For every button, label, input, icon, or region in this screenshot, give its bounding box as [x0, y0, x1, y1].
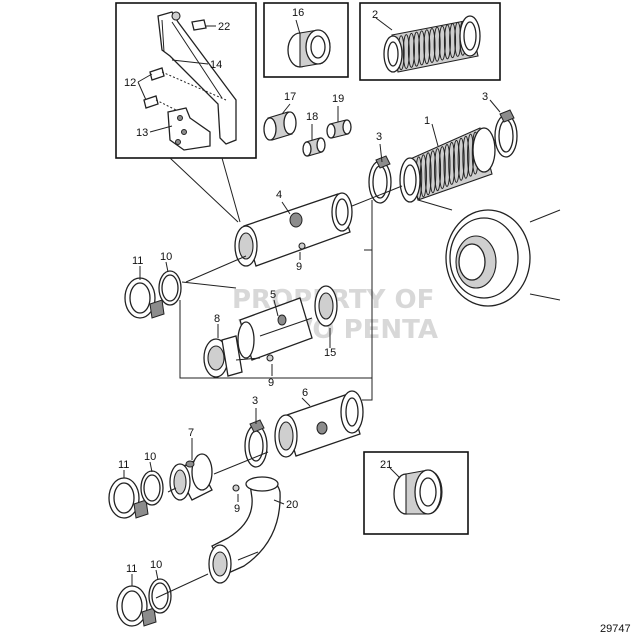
callout-7: 7	[188, 427, 194, 439]
leader-lines	[123, 17, 501, 586]
callout-18: 18	[306, 111, 318, 123]
callout-21: 21	[380, 459, 392, 471]
bellows-rib	[438, 25, 446, 61]
callout-9-lower: 9	[234, 503, 240, 515]
bracket-14-edge	[161, 19, 223, 99]
seal-16-bore	[310, 35, 326, 59]
bellows-rib	[443, 24, 451, 60]
callout-12: 12	[124, 77, 136, 89]
bellows-rib	[407, 32, 415, 68]
plate-hole-b	[181, 129, 187, 135]
plate-hole-a	[177, 115, 183, 121]
bellows-2	[383, 15, 481, 73]
detail-pointer	[169, 157, 241, 223]
bellows-rib	[418, 30, 426, 66]
bellows-rib	[429, 150, 437, 194]
bellows-rib	[452, 139, 460, 183]
clamps-11-rings-10	[108, 270, 182, 627]
bellows-rib	[428, 28, 436, 63]
callout-6: 6	[302, 387, 308, 399]
bellows-rib	[433, 26, 441, 62]
plate-hole-c	[175, 139, 181, 145]
callout-11-bottom: 11	[126, 563, 137, 575]
bellows-rib	[424, 152, 432, 196]
callout-8: 8	[214, 313, 220, 325]
callout-4: 4	[276, 189, 282, 201]
bellows-rib	[443, 144, 451, 187]
detail-box-21	[363, 451, 469, 535]
pipe-6-assembly	[244, 390, 364, 468]
seals-17-18-19	[263, 111, 352, 157]
callout-11-mid: 11	[118, 459, 129, 471]
callout-1: 1	[424, 115, 430, 127]
ring-10-top	[158, 270, 182, 306]
callout-3-lower: 3	[252, 395, 258, 407]
detail-box-bracket	[115, 2, 257, 223]
transom-flange	[445, 209, 561, 307]
bellows-rib	[438, 146, 446, 190]
callout-10-bottom: 10	[150, 559, 162, 571]
clamp-11-mid	[108, 477, 149, 519]
callout-10-mid: 10	[144, 451, 156, 463]
drawing-number: 29747	[600, 623, 631, 635]
bolt-12a	[149, 67, 165, 81]
bolt-12b	[143, 95, 159, 109]
callouts: 1 2 3 3 3 4 5 6 7 8 9 9 9 10 10 10 11 11…	[118, 7, 488, 575]
elbow-20	[208, 476, 281, 584]
callout-9-middle: 9	[268, 377, 274, 389]
callout-10-top: 10	[160, 251, 172, 263]
bellows-rib	[434, 148, 442, 192]
bellows-rib	[448, 141, 456, 185]
flange-7	[169, 453, 213, 501]
callout-2: 2	[372, 9, 378, 21]
callout-19: 19	[332, 93, 344, 105]
detail-box-2	[359, 2, 501, 81]
callout-22: 22	[218, 21, 230, 33]
callout-16: 16	[292, 7, 304, 19]
callout-9-upper: 9	[296, 261, 302, 273]
callout-13: 13	[136, 127, 148, 139]
callout-3-right: 3	[482, 91, 488, 103]
clamp-11-bottom	[116, 585, 157, 627]
bellows-rib	[413, 31, 421, 67]
ring-10-mid	[140, 470, 164, 506]
callout-17: 17	[284, 91, 296, 103]
callout-3-left: 3	[376, 131, 382, 143]
bolt-22	[191, 19, 207, 31]
bellows-rib	[449, 23, 457, 59]
bellows-1-assembly	[368, 109, 518, 204]
detail-box-16	[263, 2, 349, 78]
callout-15: 15	[324, 347, 336, 359]
callout-5: 5	[270, 289, 276, 301]
bellows-rib	[457, 137, 465, 181]
pipe-4	[234, 192, 353, 267]
pipe-5-assembly	[203, 285, 338, 378]
bellows-rib	[423, 29, 431, 65]
callout-14: 14	[210, 59, 222, 71]
seal-21-bore	[419, 477, 437, 507]
clamp-11-top	[124, 277, 165, 319]
assembly-lines	[155, 185, 453, 599]
bracket-bolt-top	[171, 11, 181, 21]
screws-9	[232, 242, 306, 492]
bellows-rib	[462, 135, 470, 179]
callout-20: 20	[286, 499, 298, 511]
bellows-rib	[402, 34, 410, 70]
callout-11-top: 11	[132, 255, 143, 267]
